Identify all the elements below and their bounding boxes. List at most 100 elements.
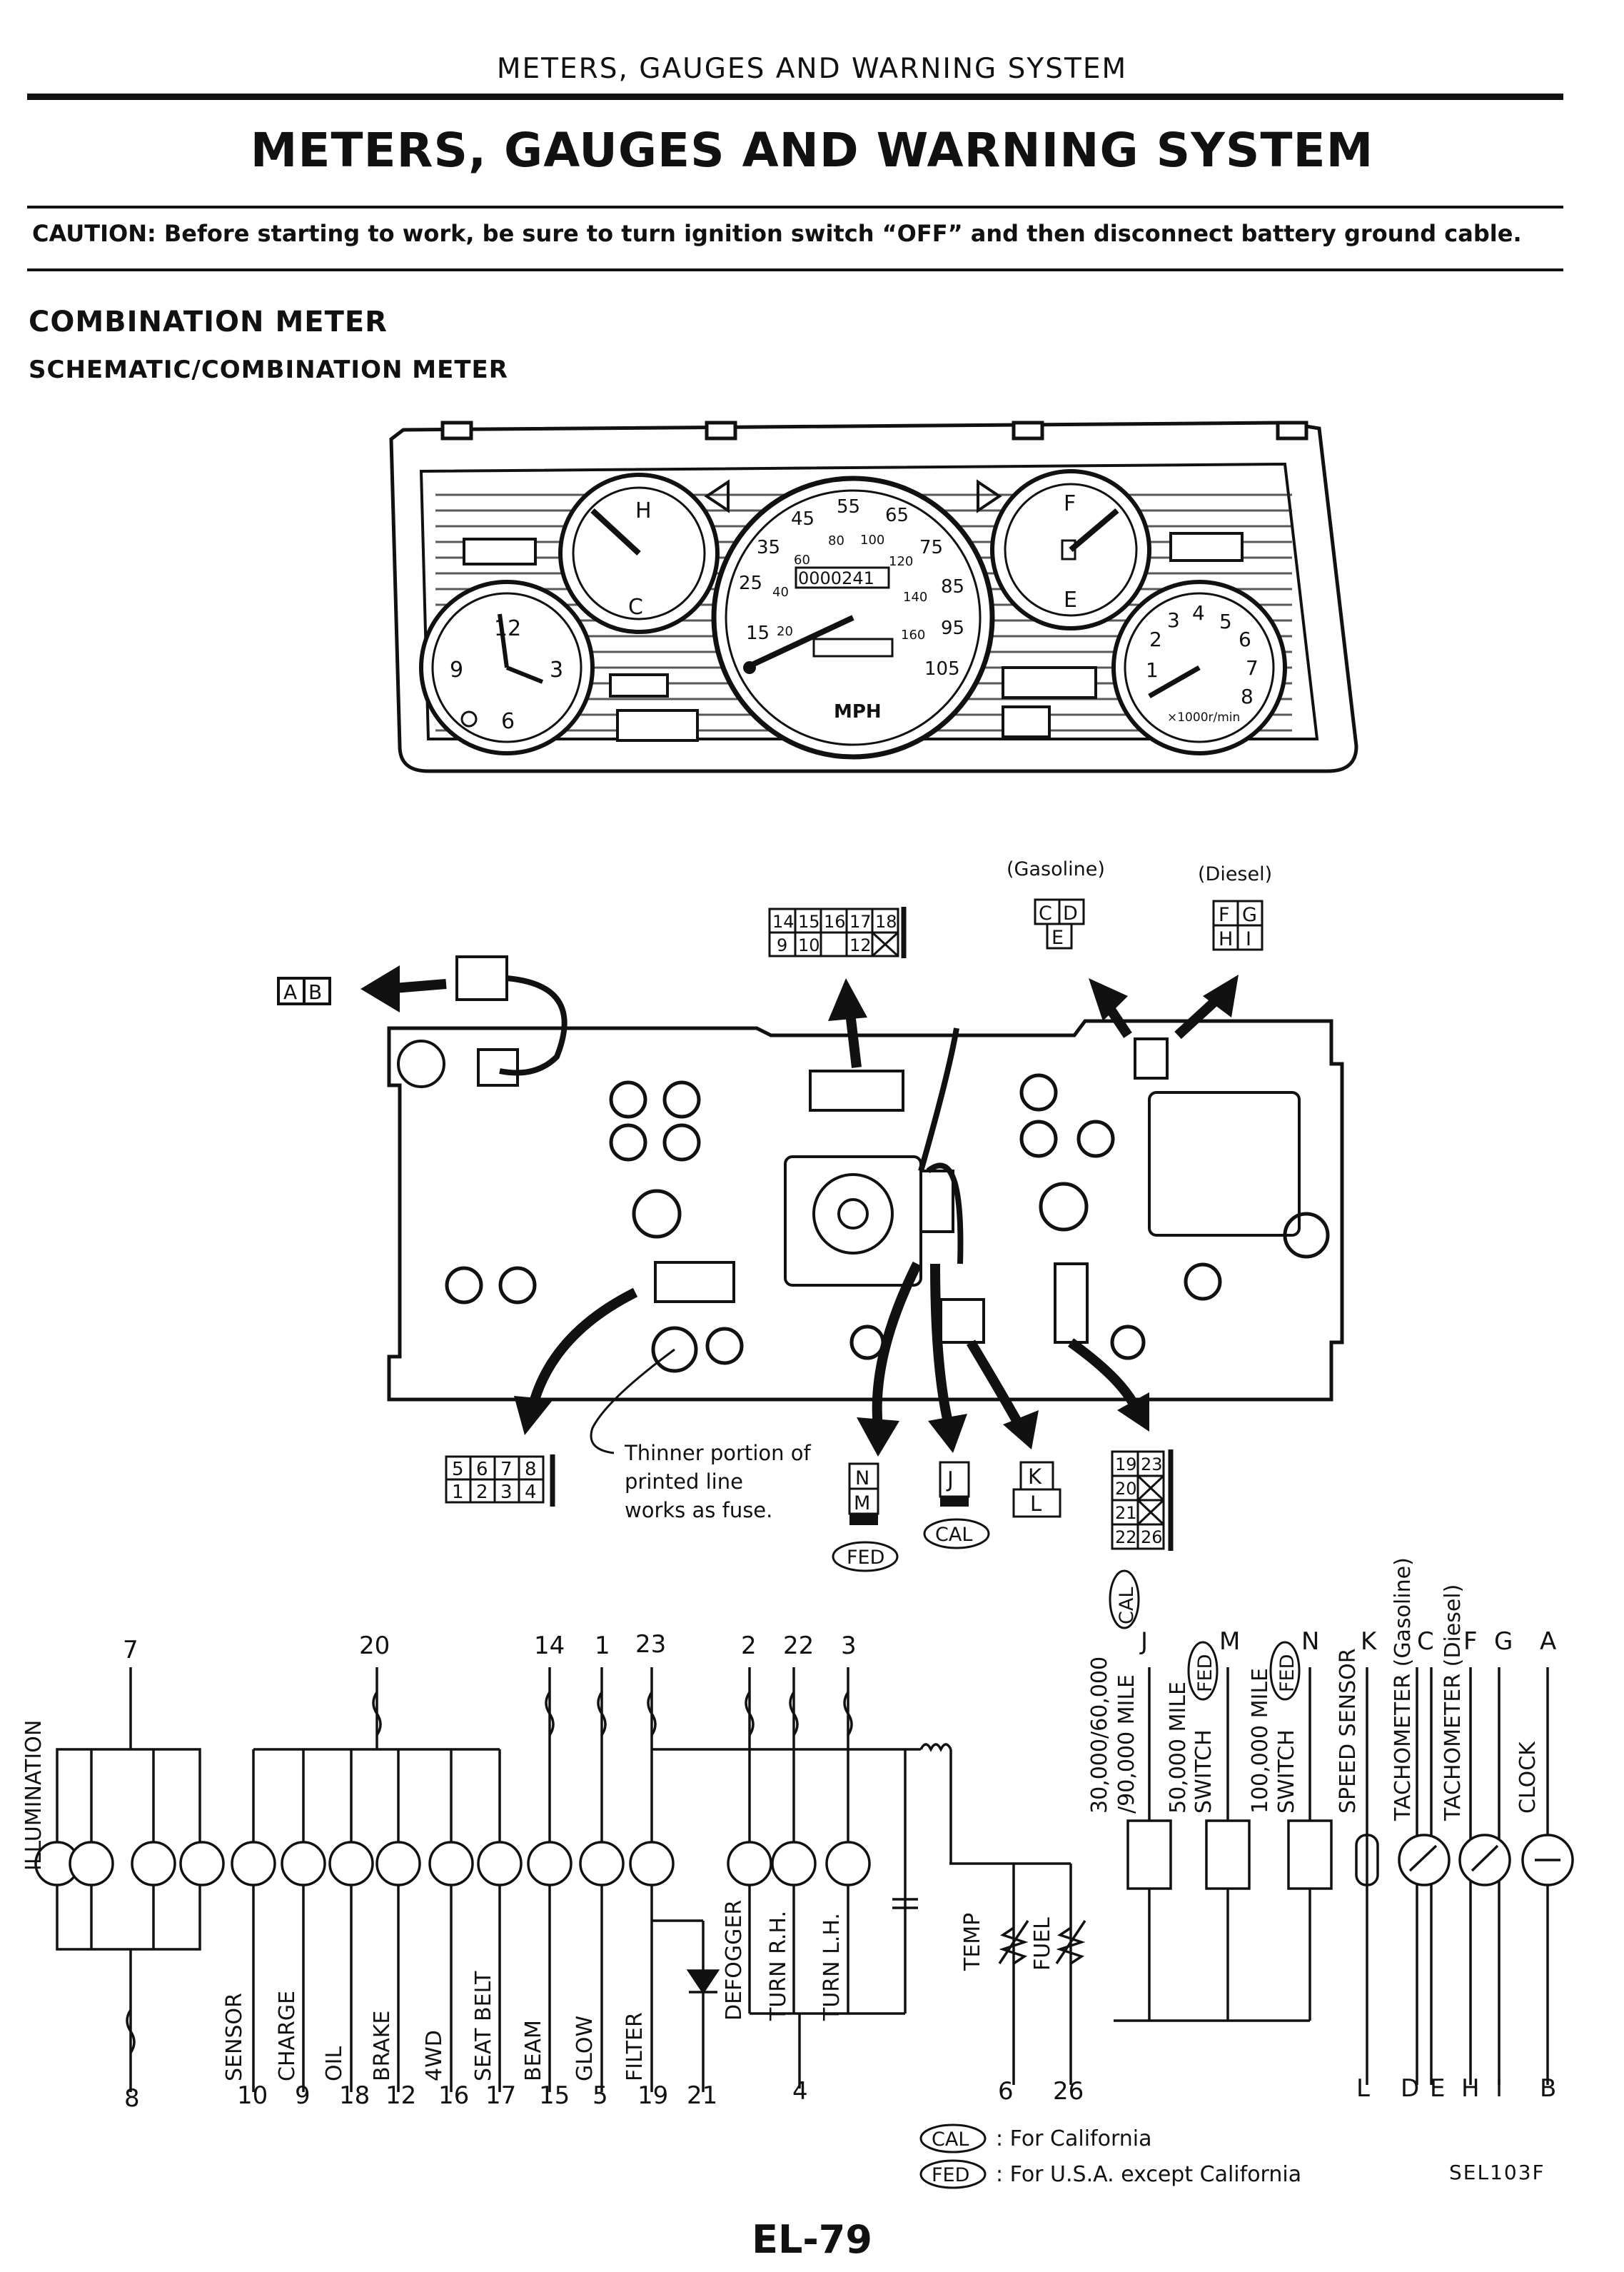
top-pin-2: 2: [741, 1632, 757, 1660]
pin-23: 23: [1141, 1454, 1163, 1474]
pin-m: M: [854, 1492, 870, 1514]
kmh-60: 60: [794, 553, 810, 568]
label-100k-mile: 100,000 MILE: [1248, 1668, 1273, 1814]
bottom-pin-15: 15: [539, 2081, 570, 2110]
temp-hot-mark: H: [635, 498, 652, 523]
bottom-pin-5: 5: [592, 2081, 608, 2110]
pin-n: N: [855, 1467, 869, 1489]
connector-diesel: (Diesel) F G H I: [1198, 863, 1272, 951]
clock-9: 9: [450, 658, 463, 683]
pin-14: 14: [772, 912, 795, 932]
bottom-pin-26: 26: [1053, 2077, 1084, 2106]
bottom-pin-6: 6: [998, 2077, 1014, 2106]
pin-17: 17: [849, 912, 872, 932]
mph-95: 95: [941, 618, 964, 639]
label-charge: CHARGE: [275, 1991, 300, 2081]
mph-25: 25: [739, 573, 762, 594]
connector-kl: K L: [1012, 1461, 1061, 1518]
label-speed-sensor: SPEED SENSOR: [1336, 1648, 1361, 1814]
pin-3: 3: [500, 1482, 513, 1503]
tach-3: 3: [1167, 608, 1180, 632]
pin-f: F: [1219, 904, 1230, 926]
clock-adjust-knob-icon: [460, 710, 478, 728]
pin-7: 7: [500, 1459, 513, 1480]
kmh-80: 80: [828, 533, 844, 548]
pin-c: C: [1039, 903, 1052, 925]
mph-15: 15: [746, 623, 770, 644]
pin-6: 6: [476, 1459, 488, 1480]
label-50k-switch: SWITCH: [1191, 1729, 1216, 1814]
trip-odometer-window: [812, 638, 894, 658]
pin-8: 8: [525, 1459, 537, 1480]
connector-top-grid-labels: 14 15 16 17 18 9 10 12: [772, 912, 897, 955]
top-pin-14: 14: [534, 1632, 565, 1660]
top-pin-22: 22: [783, 1632, 814, 1660]
label-filter: FILTER: [622, 2012, 647, 2081]
mph-85: 85: [941, 576, 964, 598]
bottom-pin-12: 12: [385, 2081, 416, 2110]
connector-right-grid: 19 23 20 21 22 26: [1111, 1449, 1174, 1551]
tach-1: 1: [1146, 658, 1159, 682]
kmh-100: 100: [860, 533, 884, 548]
title-rule: [27, 206, 1563, 208]
label-clock: CLOCK: [1515, 1741, 1540, 1814]
connector-j: J CAL: [923, 1461, 990, 1549]
clock-12: 12: [494, 616, 521, 641]
label-4wd: 4WD: [422, 2030, 447, 2081]
pin-b: B: [308, 980, 322, 1004]
bottom-pin-e: E: [1430, 2074, 1445, 2103]
warning-lamp-panels: [463, 532, 1244, 742]
pin-i: I: [1246, 928, 1251, 950]
bottom-pin-18: 18: [339, 2081, 370, 2110]
label-100k-switch: SWITCH: [1274, 1729, 1299, 1814]
figure-code: SEL103F: [1449, 2161, 1545, 2184]
schematic-top-pins: 7 20 14 1 23 2 22 3 J M N K C F G A: [123, 1627, 1556, 1664]
connector-nm: N M FED: [832, 1462, 899, 1572]
label-defogger: DEFOGGER: [722, 1900, 747, 2021]
bottom-pin-i: I: [1496, 2074, 1503, 2103]
pin-1: 1: [452, 1482, 464, 1503]
fuse-note-line-3: works as fuse.: [625, 1498, 772, 1522]
top-pin-f: F: [1463, 1627, 1478, 1656]
top-pin-23: 23: [635, 1630, 666, 1659]
top-pin-c: C: [1417, 1627, 1434, 1656]
caution-rule: [27, 268, 1563, 271]
top-pin-3: 3: [841, 1632, 857, 1660]
top-pin-j: J: [1139, 1627, 1148, 1656]
schematic-lamp-labels: ILLUMINATION SENSOR CHARGE OIL BRAKE 4WD…: [21, 1557, 1540, 2081]
tach-6: 6: [1239, 628, 1251, 651]
fuel-pump-icon: [1061, 539, 1076, 561]
tach-8: 8: [1241, 685, 1254, 708]
pin-9: 9: [777, 935, 787, 955]
top-pin-n: N: [1301, 1627, 1319, 1656]
pin-2: 2: [476, 1482, 488, 1503]
clock-gauge: 12 3 6 9: [419, 580, 595, 755]
tach-5: 5: [1219, 610, 1232, 633]
tach-2: 2: [1149, 628, 1162, 651]
temp-cold-mark: C: [628, 595, 643, 620]
clock-6: 6: [501, 709, 515, 734]
top-pin-k: K: [1361, 1627, 1378, 1656]
schematic-bottom-pins: 8 10 9 18 12 16 17 15 5 19 21 4 6 26 L D…: [124, 2074, 1556, 2113]
mph-35: 35: [757, 537, 780, 558]
top-pin-1: 1: [595, 1632, 610, 1660]
pin-4: 4: [525, 1482, 537, 1503]
pin-g: G: [1242, 904, 1257, 926]
pin-l: L: [1030, 1492, 1042, 1516]
connector-top-grid: [768, 907, 907, 958]
legend-fed-text: : For U.S.A. except California: [996, 2162, 1301, 2187]
tach-7: 7: [1246, 656, 1259, 680]
legend-cal-tag: CAL: [932, 2128, 969, 2151]
legend-fed-tag: FED: [932, 2164, 969, 2186]
tach-unit: ×1000r/min: [1167, 710, 1240, 725]
label-30-60k-mile: 30,000/60,000: [1087, 1657, 1112, 1814]
pin-j: J: [946, 1467, 954, 1492]
label-90k-mile-switch: /90,000 MILE: [1114, 1674, 1139, 1814]
bottom-pin-4: 4: [792, 2077, 808, 2106]
fed-tag-switch-50k: FED: [1194, 1654, 1216, 1692]
connector-gasoline: (Gasoline) C D E: [1007, 858, 1105, 950]
label-tachometer-diesel: TACHOMETER (Diesel): [1441, 1584, 1466, 1821]
page-number: EL-79: [752, 2217, 872, 2262]
caution-note: CAUTION: Before starting to work, be sur…: [32, 220, 1522, 247]
